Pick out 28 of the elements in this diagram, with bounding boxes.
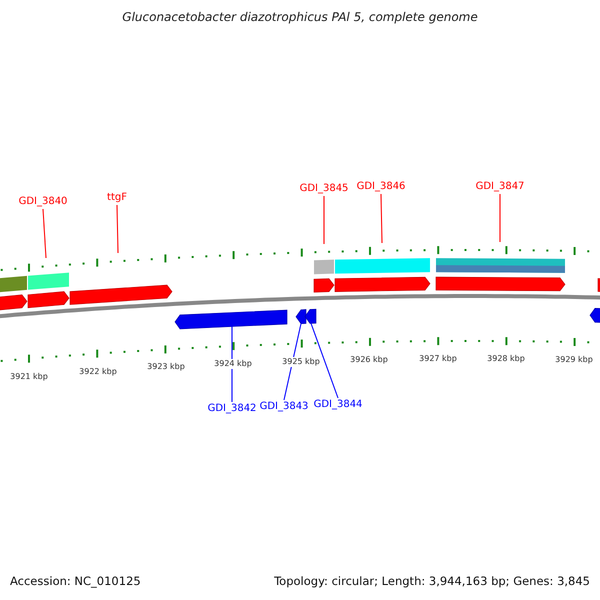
gene-label: GDI_3843 [260,401,308,413]
gene-label: GDI_3840 [18,196,68,208]
leader-line [116,204,118,254]
leader-line [310,322,338,398]
scale-label: 3926 kbp [349,354,389,365]
leader-line [42,208,46,258]
gene-label: GDI_3844 [314,399,362,411]
gene-feature [304,308,316,324]
scale-label: 3924 kbp [213,359,253,370]
gene-label: GDI_3847 [476,181,524,193]
scale-label: 3928 kbp [486,354,526,364]
accession-text: Accession: NC_010125 [10,574,141,588]
gene-label: ttgF [107,192,127,204]
scale-label: 3929 kbp [554,354,594,365]
scale-label: 3921 kbp [9,372,49,382]
gene-label: GDI_3846 [356,181,406,193]
scale-label: 3923 kbp [146,362,186,372]
genome-summary-text: Topology: circular; Length: 3,944,163 bp; Genes: 3,845 [274,574,590,588]
scale-label: 3925 kbp [281,356,321,367]
leader-line [380,194,382,244]
gene-label: GDI_3842 [208,403,256,415]
diagram-title: Gluconacetobacter diazotrophicus PAl 5, complete genome [121,10,479,24]
scale-label: 3927 kbp [418,354,458,364]
gene-feature [296,309,306,324]
gene-label: GDI_3845 [300,183,348,195]
scale-label: 3922 kbp [78,366,118,377]
gene-feature [174,310,288,330]
leader-line [284,323,302,400]
